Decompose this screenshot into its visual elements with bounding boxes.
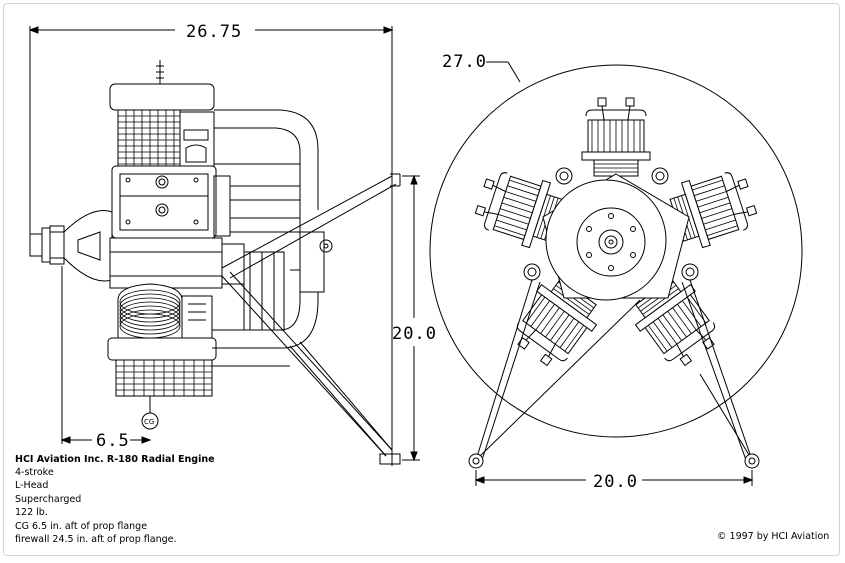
upper-pipe — [214, 109, 319, 210]
cg-marker: CG — [141, 396, 159, 430]
drawing-frame — [3, 3, 840, 556]
mount-width-label: 20.0 — [593, 472, 638, 492]
front-mount-legs — [468, 279, 760, 469]
crankcase-body — [109, 231, 333, 331]
cylinder-1 — [581, 97, 651, 177]
prop-flange — [29, 210, 113, 282]
height-dimension: 20.0 — [392, 174, 437, 462]
overall-length-label: 26.75 — [186, 22, 242, 42]
engine-mount — [221, 170, 401, 466]
cg-distance-label: 6.5 — [96, 431, 130, 451]
front-view: 27.0 — [429, 52, 803, 492]
crankcase-upper — [111, 165, 301, 239]
spec-line-4: 122 lb. — [15, 507, 48, 518]
mount-width-dimension: 20.0 — [474, 470, 754, 492]
mount-height-label: 20.0 — [392, 324, 437, 344]
spec-line-1: 4-stroke — [15, 467, 54, 478]
diameter-dimension: 27.0 — [442, 52, 521, 83]
spec-title: HCI Aviation Inc. R-180 Radial Engine — [15, 454, 215, 465]
copyright-notice: © 1997 by HCI Aviation — [717, 531, 830, 542]
upper-cylinder — [109, 60, 215, 169]
spec-line-3: Supercharged — [15, 494, 82, 505]
overall-length-dimension: 26.75 — [28, 22, 394, 236]
lower-cylinder — [107, 283, 217, 397]
cg-symbol: CG — [144, 418, 154, 426]
cg-dimension: 6.5 — [60, 266, 152, 451]
spec-line-5: CG 6.5 in. aft of prop flange — [15, 521, 148, 532]
prop-disk-circle — [429, 64, 803, 438]
front-crankcase — [523, 167, 699, 301]
spec-line-6: firewall 24.5 in. aft of prop flange. — [15, 534, 177, 545]
lower-pipe — [212, 292, 319, 367]
diameter-label: 27.0 — [442, 52, 487, 72]
spec-line-2: L-Head — [15, 480, 49, 491]
side-view: 26.75 — [28, 22, 437, 466]
